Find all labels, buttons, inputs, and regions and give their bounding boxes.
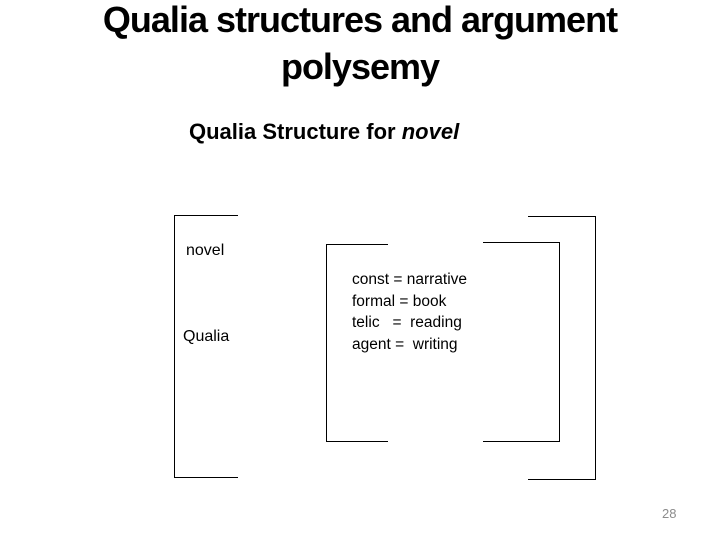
slide-subtitle: Qualia Structure for novel bbox=[189, 119, 459, 145]
qualia-line-formal: formal = book bbox=[352, 292, 447, 310]
lexeme-label: novel bbox=[186, 242, 225, 259]
qualia-line-agent: agent = writing bbox=[352, 335, 458, 353]
slide-title: Qualia structures and argument polysemy bbox=[0, 0, 720, 90]
qualia-line-const: const = narrative bbox=[352, 271, 468, 288]
page-number: 28 bbox=[662, 506, 677, 521]
outer-right-bracket bbox=[528, 216, 596, 480]
title-line-1: Qualia structures and argument bbox=[102, 0, 618, 40]
subtitle-term: novel bbox=[401, 119, 460, 144]
outer-left-bracket bbox=[174, 215, 238, 478]
qualia-line-telic: telic = reading bbox=[352, 314, 462, 332]
qualia-feature-list: const = narrative formal = book telic = … bbox=[352, 269, 467, 355]
inner-left-bracket bbox=[326, 244, 388, 442]
inner-right-bracket bbox=[483, 242, 560, 442]
subtitle-text: Qualia Structure for bbox=[189, 119, 402, 144]
title-line-2: polysemy bbox=[280, 46, 440, 87]
qualia-label: Qualia bbox=[183, 328, 230, 345]
